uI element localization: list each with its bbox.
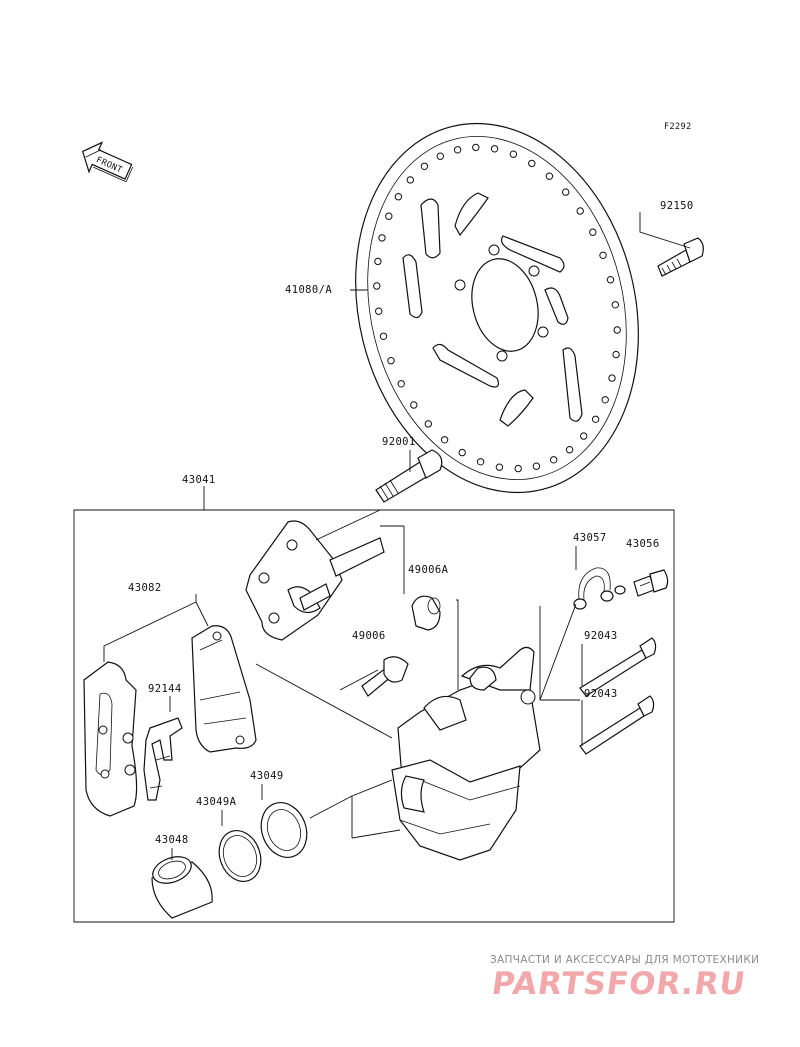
disc-hole xyxy=(490,145,499,153)
disc-hole xyxy=(397,380,405,388)
disc-hole xyxy=(611,301,619,309)
label-92144: 92144 xyxy=(148,683,182,695)
label-49006: 49006 xyxy=(352,630,386,642)
disc-hole xyxy=(476,458,485,466)
disc-hole xyxy=(562,188,570,196)
piston-seal-43049 xyxy=(260,802,308,858)
disc-hole xyxy=(394,193,403,201)
slide-pin-92043-lower xyxy=(579,695,655,755)
disc-hole xyxy=(613,326,621,334)
disc-hole xyxy=(387,357,395,365)
disc-hole xyxy=(612,350,620,359)
piston-43048 xyxy=(151,856,213,919)
disc-hole xyxy=(591,415,600,423)
label-43049a: 43049A xyxy=(196,796,237,808)
disc-hole xyxy=(495,463,504,471)
disc-hole xyxy=(436,152,444,160)
disc-hole xyxy=(472,143,480,152)
label-43049: 43049 xyxy=(250,770,284,782)
disc-hole xyxy=(509,150,518,158)
disc-hole xyxy=(424,420,432,428)
label-43082: 43082 xyxy=(128,582,162,594)
disc-hole xyxy=(410,401,418,409)
disc-hole xyxy=(565,446,574,454)
disc-hole xyxy=(458,448,466,457)
disc-hole xyxy=(599,251,607,260)
disc-hole xyxy=(373,282,381,290)
watermark-tagline: ЗАПЧАСТИ И АКСЕССУАРЫ ДЛЯ МОТОТЕХНИКИ xyxy=(490,954,760,966)
label-43056: 43056 xyxy=(626,538,660,550)
label-92150: 92150 xyxy=(660,200,694,212)
front-direction-arrow: FRONT xyxy=(81,141,133,183)
disc-hole xyxy=(532,462,541,470)
disc-hole xyxy=(385,212,393,220)
disc-hole xyxy=(608,374,616,382)
hose-fitting-43057 xyxy=(573,567,626,610)
disc-hole xyxy=(528,159,536,168)
pad-spring-92144 xyxy=(143,717,183,801)
brake-disc-41080a xyxy=(355,122,639,494)
brake-pad-inner xyxy=(83,661,138,817)
disc-hole xyxy=(576,207,584,215)
brake-pad-outer xyxy=(191,625,257,753)
disc-hole xyxy=(378,234,386,242)
figure-code: F2292 xyxy=(664,122,692,132)
disc-hole xyxy=(580,432,588,440)
disc-hole xyxy=(375,307,383,315)
disc-hole xyxy=(601,396,609,404)
leader-lines xyxy=(103,212,691,860)
disc-hole xyxy=(606,276,615,284)
piston-seal-43049a xyxy=(218,830,262,882)
label-43041: 43041 xyxy=(182,474,216,486)
disc-hole xyxy=(440,436,449,444)
caliper-bracket xyxy=(245,520,385,641)
label-92001: 92001 xyxy=(382,436,416,448)
disc-hole xyxy=(379,332,388,340)
disc-hole xyxy=(550,456,558,464)
label-41080a: 41080/A xyxy=(285,284,332,296)
label-92043-lower: 92043 xyxy=(584,688,618,700)
label-43057: 43057 xyxy=(573,532,607,544)
slide-pin-92043-upper xyxy=(579,637,657,697)
boot-49006 xyxy=(361,656,409,697)
label-92043-upper: 92043 xyxy=(584,630,618,642)
boot-49006a xyxy=(411,595,441,631)
disc-holes xyxy=(373,143,621,473)
disc-hole xyxy=(374,257,382,266)
watermark-logo: PARTSFOR.RU xyxy=(489,966,749,1002)
disc-hole xyxy=(514,464,522,473)
disc-hole xyxy=(545,172,554,180)
assembly-frame-43041 xyxy=(73,509,675,923)
bleeder-43056 xyxy=(633,569,669,597)
disc-hole xyxy=(420,162,429,171)
caliper-body xyxy=(391,646,541,861)
disc-hole xyxy=(589,228,597,236)
label-43048: 43048 xyxy=(155,834,189,846)
disc-hole xyxy=(406,176,414,184)
caliper-bolt-92001 xyxy=(375,449,443,503)
disc-bolt-92150 xyxy=(657,237,704,277)
label-49006a: 49006A xyxy=(408,564,449,576)
disc-hole xyxy=(453,146,462,154)
